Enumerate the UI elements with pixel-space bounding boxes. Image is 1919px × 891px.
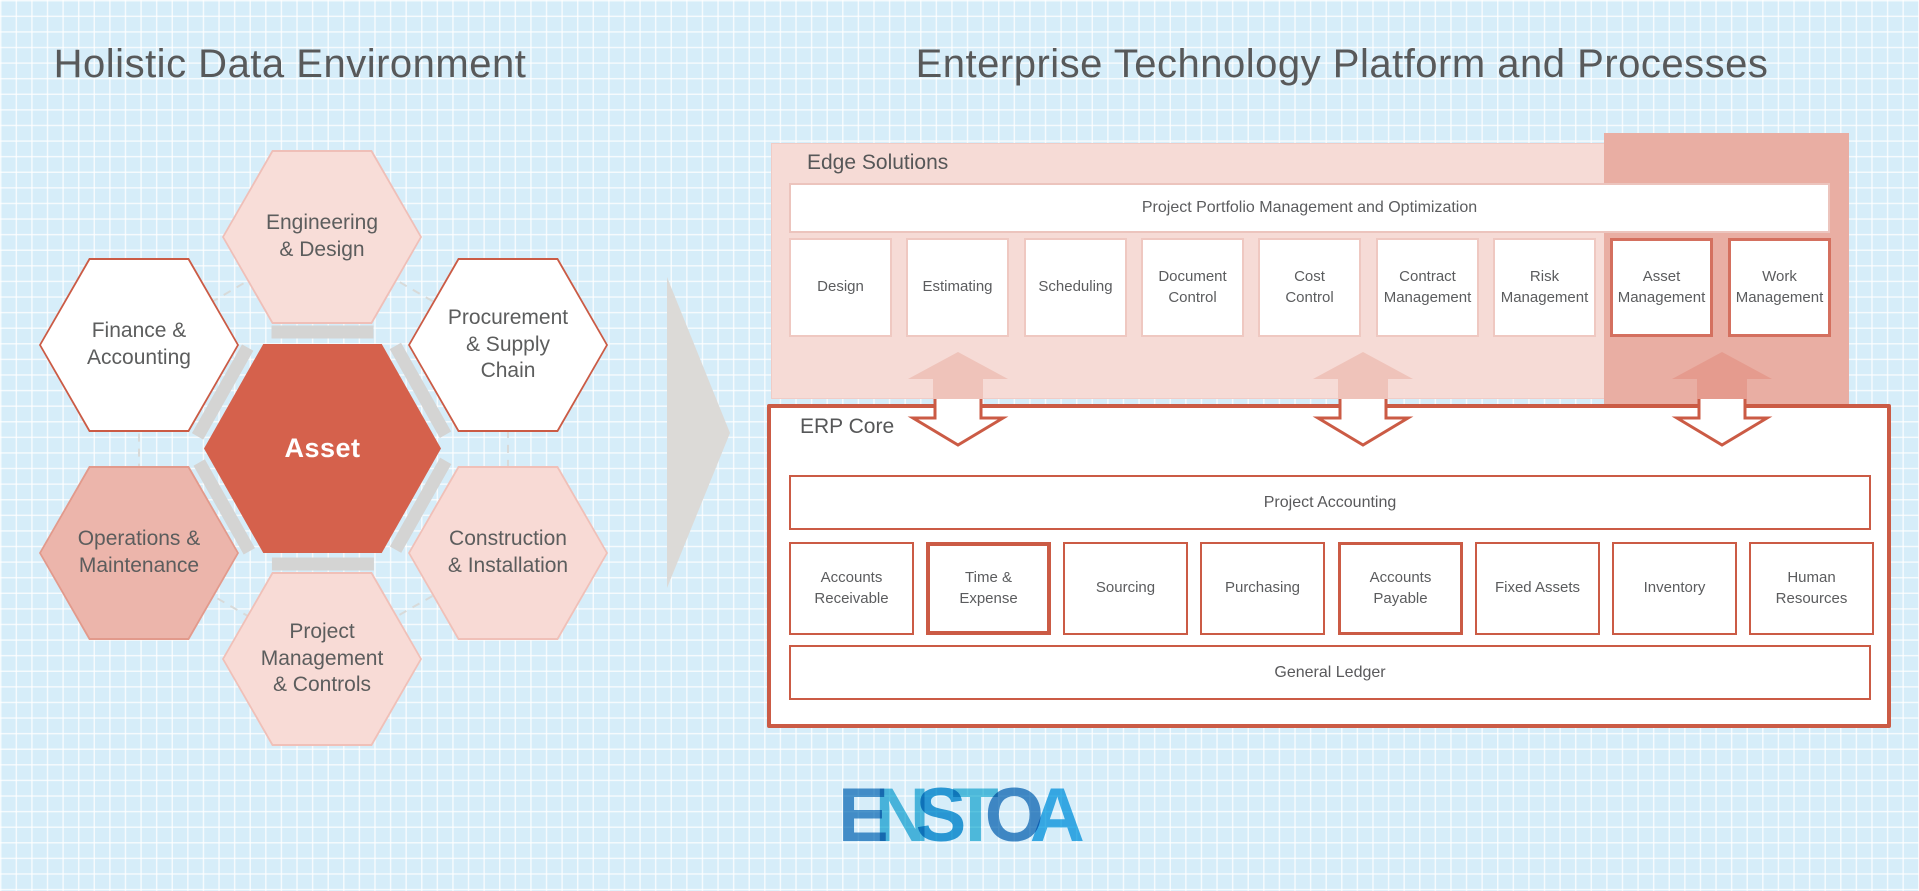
erp-core-panel: ERP Core Project Accounting Accounts Rec…	[767, 404, 1891, 728]
hexagon-operations-maintenance: Operations & Maintenance	[39, 466, 239, 640]
erp-cell-human-resources-label: Human Resources	[1775, 569, 1848, 607]
hexagon-finance-accounting: Finance & Accounting	[39, 258, 239, 432]
edge-solutions-label: Edge Solutions	[807, 151, 949, 174]
edge-box-cost-control: Cost Control	[1258, 238, 1361, 337]
flow-arrow-triangle	[667, 277, 730, 588]
project-accounting-label: Project Accounting	[1263, 493, 1397, 511]
edge-box-cost-control-label: Cost Control	[1285, 268, 1334, 306]
edge-box-work-management-label: Work Management	[1735, 268, 1824, 306]
ppm-optimization-bar: Project Portfolio Management and Optimiz…	[789, 183, 1830, 233]
erp-cell-purchasing: Purchasing	[1200, 542, 1325, 635]
erp-cell-time-expense-label: Time & Expense	[959, 569, 1018, 607]
general-ledger-label: General Ledger	[1274, 663, 1386, 681]
erp-cell-sourcing: Sourcing	[1063, 542, 1188, 635]
hexagon-project-management-controls: Project Management & Controls	[222, 572, 422, 746]
edge-box-document-control: Document Control	[1141, 238, 1244, 337]
hexagon-construction-installation-label: Construction & Installation	[447, 527, 569, 577]
hexagon-construction-installation: Construction & Installation	[408, 466, 608, 640]
left-title: Holistic Data Environment	[53, 42, 527, 86]
hexagon-engineering-design: Engineering & Design	[222, 150, 422, 324]
erp-cell-fixed-assets-label: Fixed Assets	[1494, 579, 1581, 597]
enstoa-logo-letter: A	[1029, 773, 1085, 858]
enstoa-logo-letter: S	[915, 773, 967, 858]
erp-cell-inventory-label: Inventory	[1643, 579, 1706, 597]
hexagon-asset-center: Asset	[204, 344, 441, 553]
ppm-optimization-label: Project Portfolio Management and Optimiz…	[1141, 199, 1478, 217]
hexagon-procurement-supply-chain: Procurement & Supply Chain	[408, 258, 608, 432]
erp-cell-fixed-assets: Fixed Assets	[1475, 542, 1600, 635]
enstoa-logo: E N S T O A	[838, 778, 1085, 858]
erp-cell-time-expense: Time & Expense	[926, 542, 1051, 635]
enstoa-logo-letter: N	[874, 773, 930, 858]
enstoa-logo-letter: E	[838, 773, 889, 858]
general-ledger-bar: General Ledger	[789, 645, 1871, 700]
erp-core-label: ERP Core	[800, 415, 895, 438]
enstoa-logo-letter: T	[952, 773, 999, 858]
edge-box-design: Design	[789, 238, 892, 337]
hexagon-project-management-controls-label: Project Management & Controls	[260, 619, 384, 697]
erp-cell-inventory: Inventory	[1612, 542, 1737, 635]
edge-box-asset-management: Asset Management	[1610, 238, 1713, 337]
erp-cell-accounts-receivable: Accounts Receivable	[789, 542, 914, 635]
edge-box-estimating-label: Estimating	[922, 278, 993, 296]
edge-box-risk-management: Risk Management	[1493, 238, 1596, 337]
hexagon-asset-label: Asset	[284, 433, 361, 463]
hexagon-finance-accounting-label: Finance & Accounting	[87, 319, 191, 369]
erp-cell-sourcing-label: Sourcing	[1095, 579, 1156, 597]
enstoa-logo-letter: O	[984, 773, 1044, 858]
edge-box-estimating: Estimating	[906, 238, 1009, 337]
edge-box-scheduling: Scheduling	[1024, 238, 1127, 337]
edge-box-contract-management-label: Contract Management	[1383, 268, 1472, 306]
edge-box-work-management: Work Management	[1728, 238, 1831, 337]
hexagon-engineering-design-label: Engineering & Design	[265, 211, 379, 261]
erp-cell-accounts-payable-label: Accounts Payable	[1369, 569, 1432, 607]
hexagon-procurement-supply-chain-label: Procurement & Supply Chain	[447, 305, 569, 383]
erp-cell-human-resources: Human Resources	[1749, 542, 1874, 635]
erp-cell-purchasing-label: Purchasing	[1224, 579, 1301, 597]
erp-cell-accounts-payable: Accounts Payable	[1338, 542, 1463, 635]
edge-box-asset-management-label: Asset Management	[1617, 268, 1706, 306]
edge-box-risk-management-label: Risk Management	[1500, 268, 1589, 306]
right-title: Enterprise Technology Platform and Proce…	[915, 42, 1769, 86]
hexagon-operations-maintenance-label: Operations & Maintenance	[77, 527, 201, 577]
edge-box-contract-management: Contract Management	[1376, 238, 1479, 337]
edge-box-design-label: Design	[817, 278, 864, 296]
edge-box-document-control-label: Document Control	[1158, 268, 1227, 306]
project-accounting-bar: Project Accounting	[789, 475, 1871, 530]
edge-box-scheduling-label: Scheduling	[1038, 278, 1113, 296]
erp-cell-accounts-receivable-label: Accounts Receivable	[814, 569, 889, 607]
